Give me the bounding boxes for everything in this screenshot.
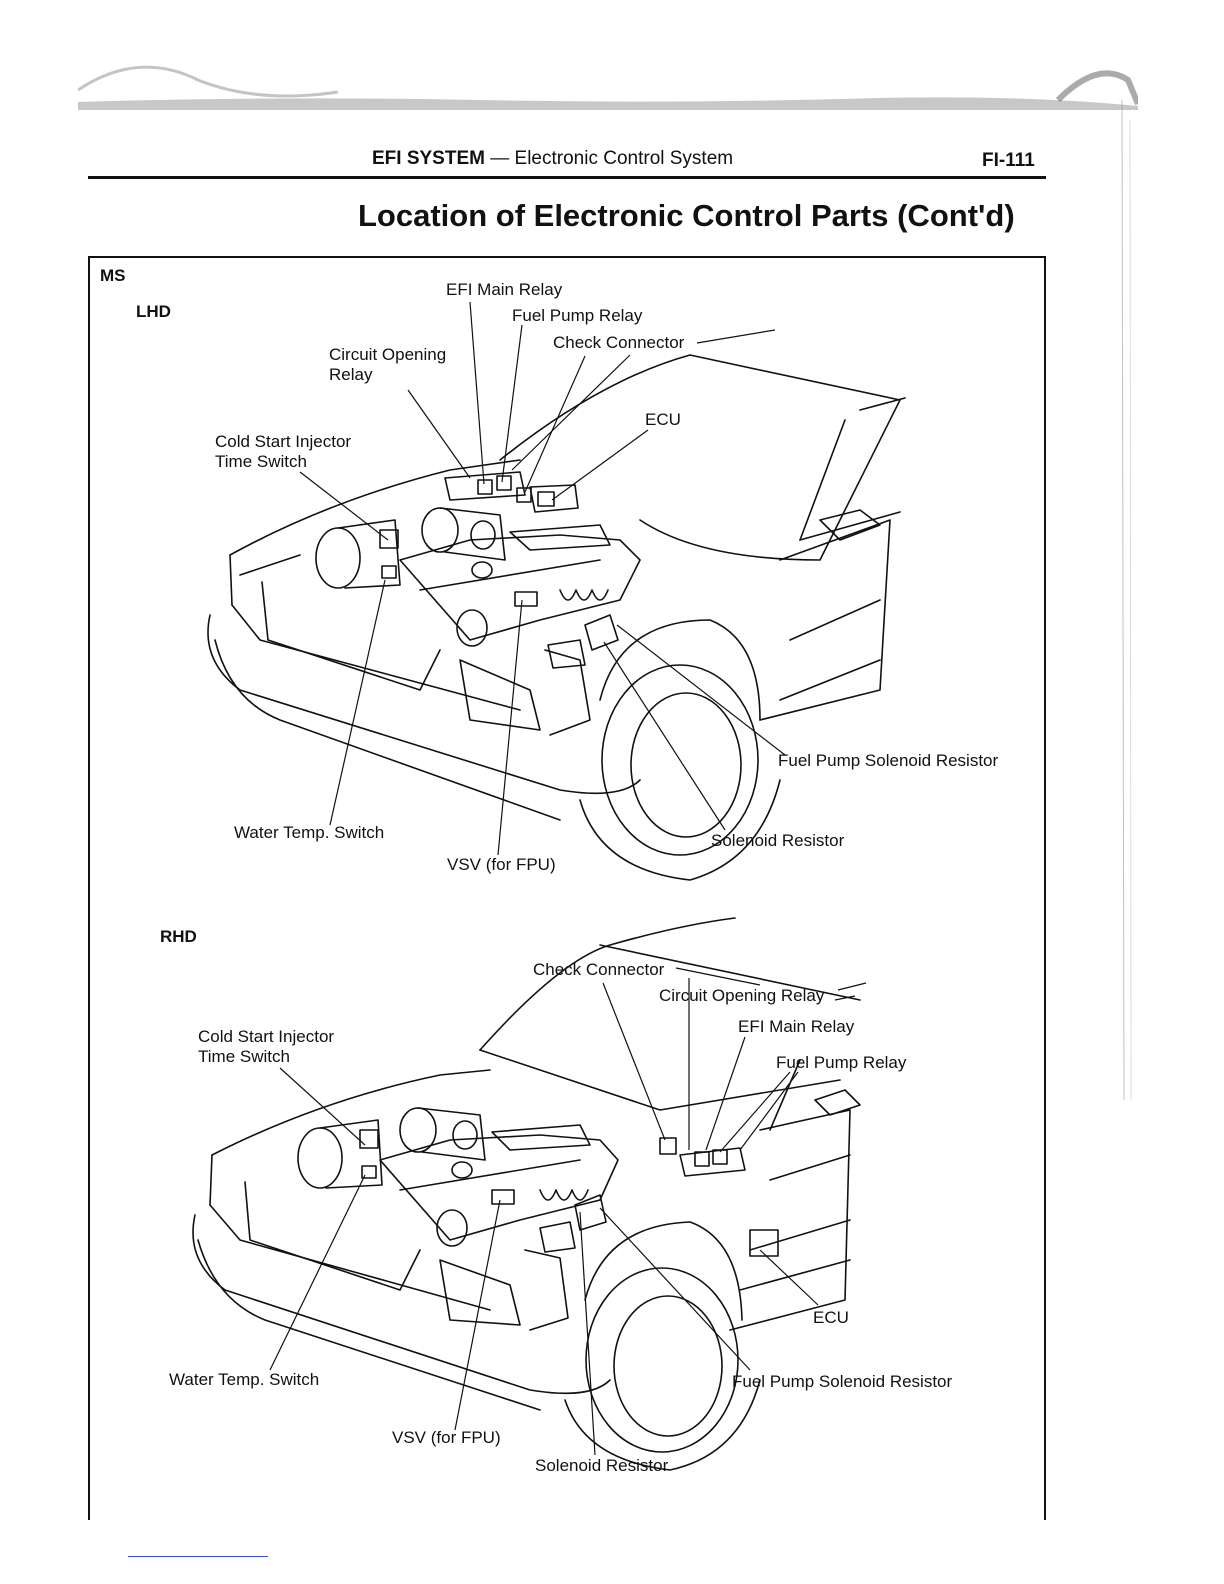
lhd-fuel-pump-relay-label: Fuel Pump Relay <box>512 306 643 325</box>
lhd-solenoid-resistor-label: Solenoid Resistor <box>711 831 845 850</box>
rhd-solenoid-resistor-label: Solenoid Resistor <box>535 1456 669 1475</box>
rhd-cold-start-label-1: Cold Start Injector <box>198 1027 335 1046</box>
rhd-vsv-label: VSV (for FPU) <box>392 1428 501 1447</box>
lhd-check-connector-label: Check Connector <box>553 333 685 352</box>
header-dash: — <box>490 148 510 169</box>
lhd-cold-start-label-1: Cold Start Injector <box>215 432 352 451</box>
lhd-cold-start-label-2: Time Switch <box>215 452 307 471</box>
lhd-efi-main-relay-label: EFI Main Relay <box>446 280 563 299</box>
rhd-circuit-opening-relay-label: Circuit Opening Relay <box>659 986 825 1005</box>
page-number: FI-111 <box>982 150 1035 171</box>
section-title: Location of Electronic Control Parts (Co… <box>358 198 1015 233</box>
header-system: EFI SYSTEM <box>372 148 485 169</box>
header-subtitle: Electronic Control System <box>514 148 734 169</box>
rhd-efi-main-relay-label: EFI Main Relay <box>738 1017 855 1036</box>
header-title: EFI SYSTEM — Electronic Control System <box>372 148 733 170</box>
header-rule <box>88 176 1046 179</box>
rhd-check-connector-label: Check Connector <box>533 960 665 979</box>
lhd-circuit-opening-relay-label-2: Relay <box>329 365 373 384</box>
lhd-ecu-label: ECU <box>645 410 681 429</box>
rhd-ecu-label: ECU <box>813 1308 849 1327</box>
lhd-fuel-pump-solenoid-resistor-label: Fuel Pump Solenoid Resistor <box>778 751 999 770</box>
lhd-vsv-label: VSV (for FPU) <box>447 855 556 874</box>
lhd-heading: LHD <box>136 302 171 321</box>
rhd-fuel-pump-relay-label: Fuel Pump Relay <box>776 1053 907 1072</box>
rhd-heading: RHD <box>160 927 197 946</box>
lhd-water-temp-switch-label: Water Temp. Switch <box>234 823 385 842</box>
scan-edge-top <box>78 65 1138 110</box>
rhd-water-temp-switch-label: Water Temp. Switch <box>169 1370 320 1389</box>
rhd-cold-start-label-2: Time Switch <box>198 1047 290 1066</box>
variant-label: MS <box>100 266 126 285</box>
footer-link-underline <box>128 1556 268 1557</box>
scan-edge-right <box>1121 100 1132 1100</box>
rhd-fuel-pump-solenoid-resistor-label: Fuel Pump Solenoid Resistor <box>732 1372 953 1391</box>
lhd-circuit-opening-relay-label-1: Circuit Opening <box>329 345 447 364</box>
figure-frame <box>88 256 1046 1520</box>
